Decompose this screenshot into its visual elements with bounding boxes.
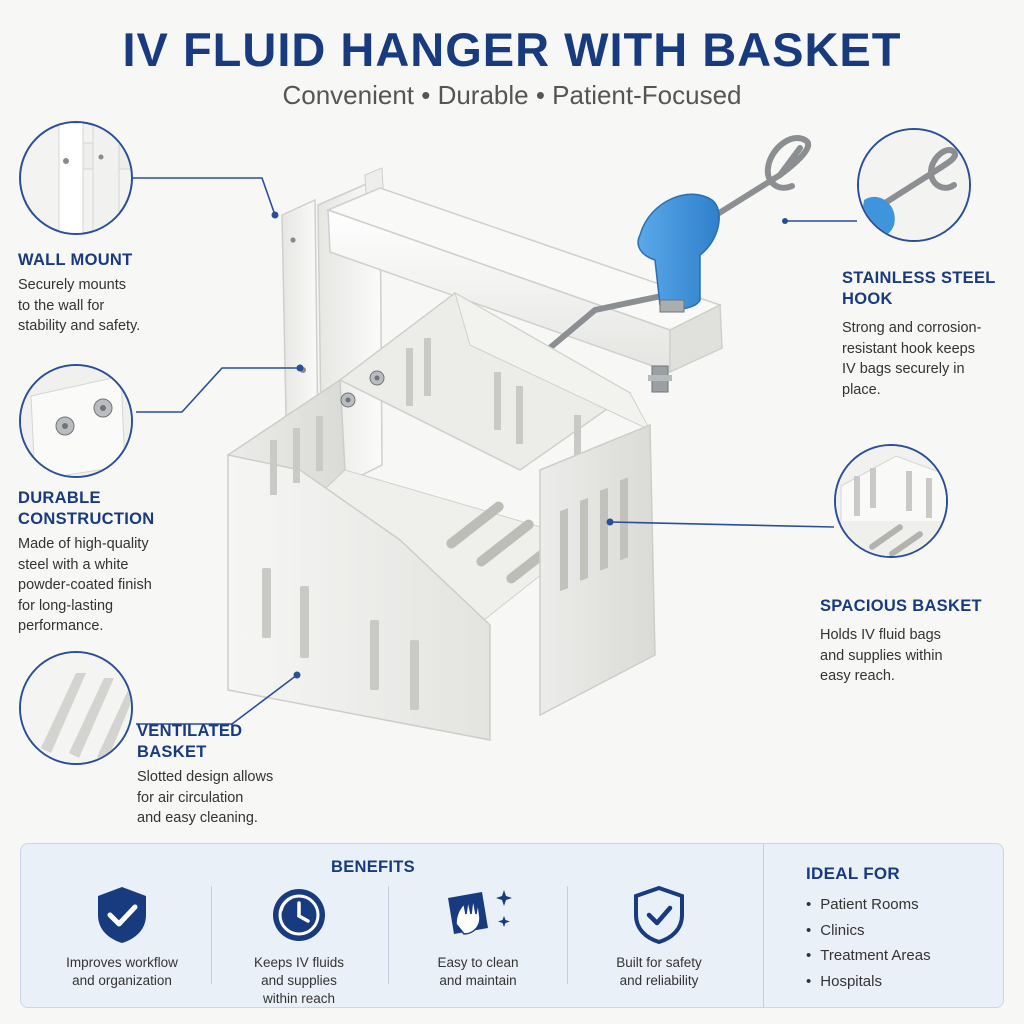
spacious-basket-detail-circle xyxy=(834,444,948,558)
page-subtitle: Convenient • Durable • Patient-Focused xyxy=(282,80,742,110)
clock-icon xyxy=(273,889,325,941)
feature-stainless-hook: STAINLESS STEEL HOOK Strong and corrosio… xyxy=(842,268,1017,400)
feature-description: Securely mounts to the wall for stabilit… xyxy=(18,277,141,334)
product-illustration xyxy=(227,135,812,741)
benefit-item: Improves workflow and organization xyxy=(37,884,207,990)
ideal-for-title: IDEAL FOR xyxy=(806,864,901,883)
feature-durable-construction: DURABLE CONSTRUCTION Made of high-qualit… xyxy=(18,488,218,637)
wall-mount-detail-circle xyxy=(19,121,133,235)
feature-wall-mount: WALL MOUNT Securely mounts to the wall f… xyxy=(18,250,218,337)
list-item: Treatment Areas xyxy=(806,943,930,969)
feature-ventilated-basket: VENTILATED BASKET Slotted design allows … xyxy=(137,721,337,829)
divider xyxy=(211,886,212,984)
divider xyxy=(388,886,389,984)
benefits-panel: BENEFITS Improves workflow and organizat… xyxy=(20,843,1004,1008)
benefit-label: Improves workflow and organization xyxy=(66,955,178,988)
feature-title: SPACIOUS BASKET xyxy=(820,597,982,615)
feature-title: WALL MOUNT xyxy=(18,251,133,269)
ideal-for-list: Patient Rooms Clinics Treatment Areas Ho… xyxy=(806,892,931,995)
feature-title: DURABLE CONSTRUCTION xyxy=(18,489,155,528)
feature-title: STAINLESS STEEL HOOK xyxy=(842,269,996,308)
list-item: Patient Rooms xyxy=(806,892,931,918)
page-title: IV FLUID HANGER WITH BASKET xyxy=(122,23,902,76)
benefit-item: Easy to clean and maintain xyxy=(393,884,563,990)
benefits-title: BENEFITS xyxy=(331,858,415,876)
feature-title: VENTILATED BASKET xyxy=(137,722,243,761)
benefit-label: Easy to clean and maintain xyxy=(437,955,519,988)
cleaning-hand-icon xyxy=(448,890,512,935)
feature-description: Slotted design allows for air circulatio… xyxy=(137,769,274,826)
feature-description: Made of high-quality steel with a white … xyxy=(18,536,152,634)
list-item: Clinics xyxy=(806,918,931,944)
benefit-label: Built for safety and reliability xyxy=(616,955,702,988)
callout-leaders xyxy=(128,177,857,725)
divider xyxy=(567,886,568,984)
shield-check-outline-icon xyxy=(634,885,684,945)
ventilated-basket-detail-circle xyxy=(19,651,133,765)
benefit-label: Keeps IV fluids and supplies within reac… xyxy=(253,955,345,1006)
durable-construction-detail-circle xyxy=(19,364,133,478)
divider xyxy=(763,844,764,1007)
feature-description: Strong and corrosion- resistant hook kee… xyxy=(842,320,982,398)
feature-description: Holds IV fluid bags and supplies within … xyxy=(820,627,943,684)
feature-spacious-basket: SPACIOUS BASKET Holds IV fluid bags and … xyxy=(820,596,1015,687)
shield-check-icon xyxy=(98,887,146,943)
list-item: Hospitals xyxy=(806,969,931,995)
benefit-item: Built for safety and reliability xyxy=(574,884,744,990)
hook-detail-circle xyxy=(857,128,971,242)
benefit-item: Keeps IV fluids and supplies within reac… xyxy=(214,884,384,1008)
